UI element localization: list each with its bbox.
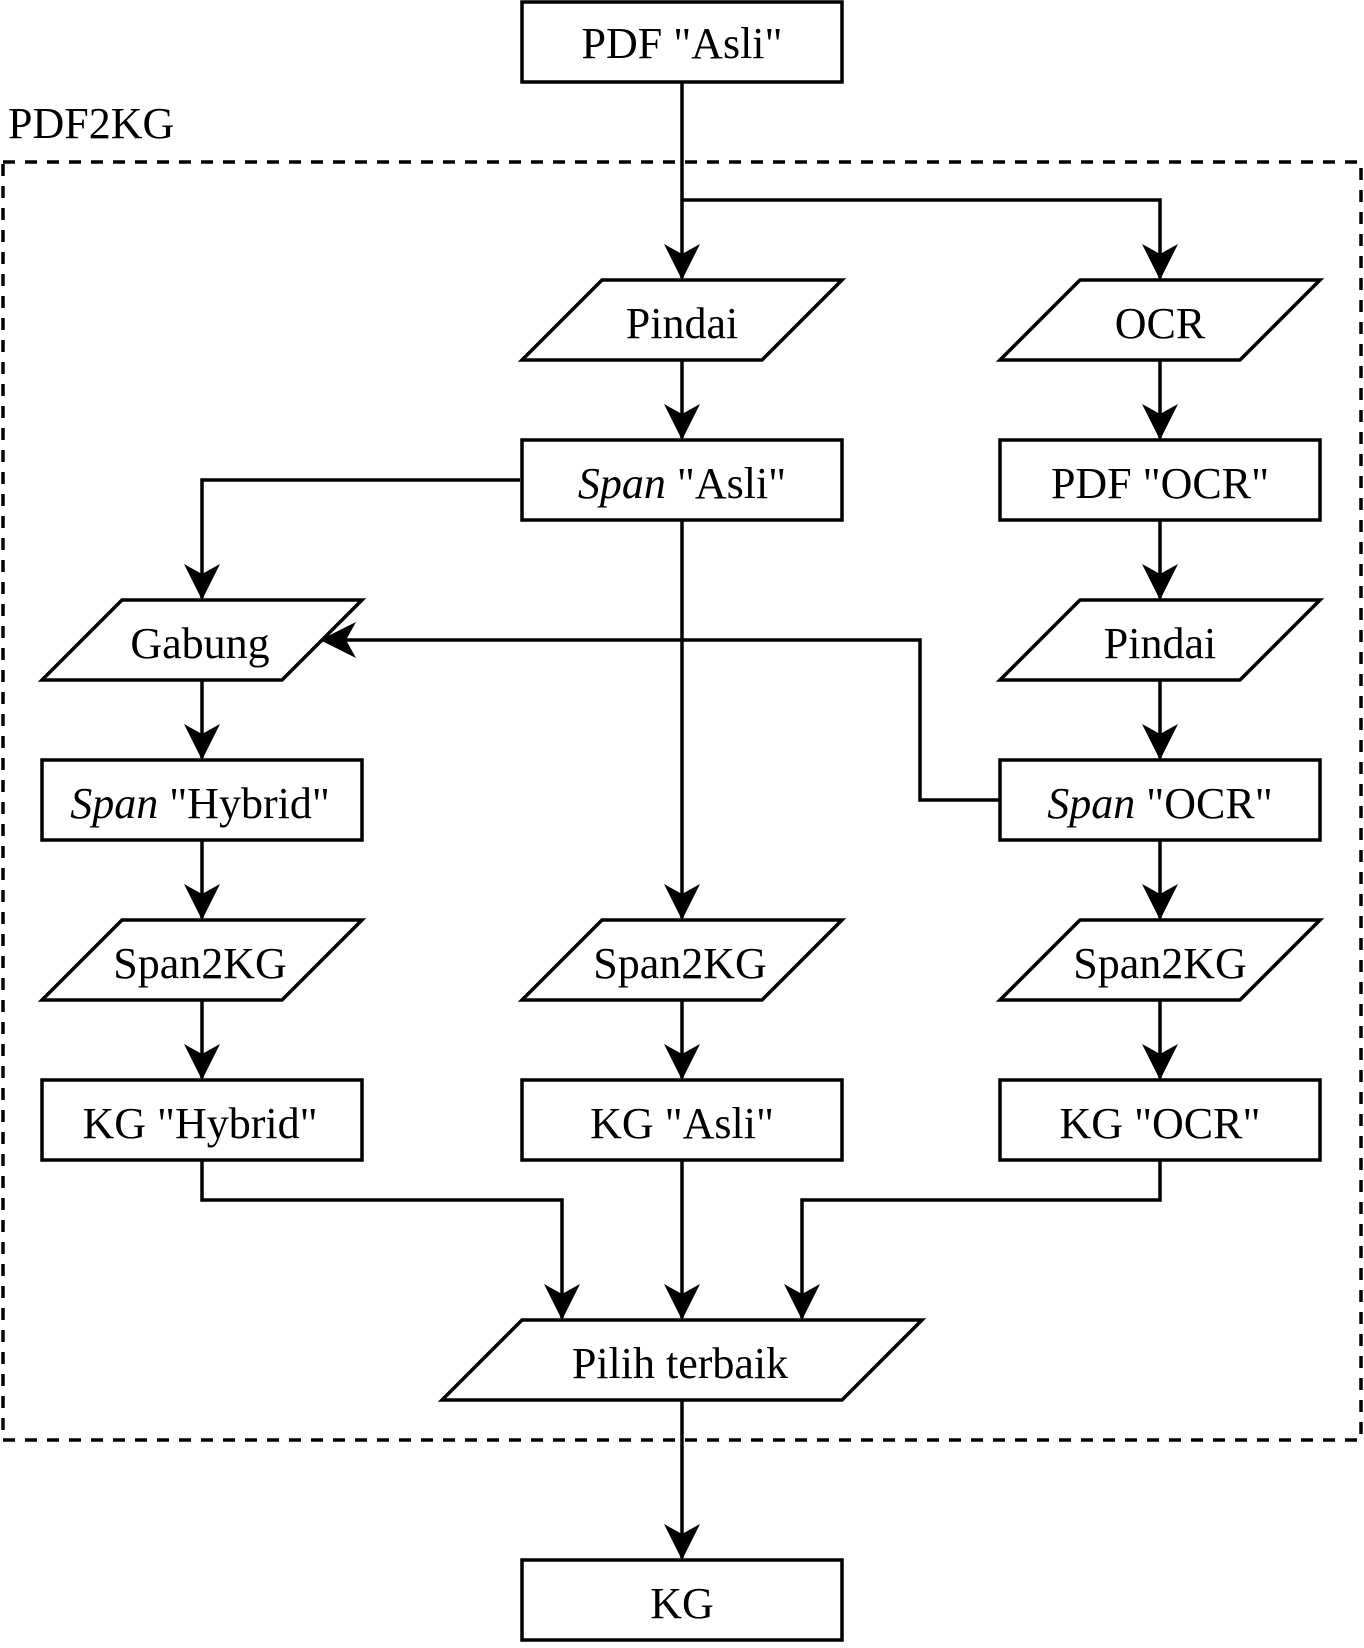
node-span-hybrid-rest: "Hybrid" bbox=[158, 779, 330, 828]
edge-kg-ocr-to-pilih bbox=[784, 1160, 1162, 1320]
node-span-asli: Span "Asli" bbox=[520, 438, 844, 522]
node-span-ocr-label: Span "OCR" bbox=[1047, 779, 1272, 828]
node-kg-hybrid-label: KG "Hybrid" bbox=[82, 1099, 317, 1148]
node-kg-ocr-label: KG "OCR" bbox=[1060, 1099, 1261, 1148]
edge-pdf-asli-to-ocr bbox=[682, 198, 1178, 280]
node-pilih-terbaik: Pilih terbaik bbox=[437, 1318, 927, 1402]
node-span-asli-label: Span "Asli" bbox=[578, 459, 786, 508]
node-span2kg-ocr: Span2KG bbox=[995, 918, 1325, 1002]
node-pdf-ocr: PDF "OCR" bbox=[998, 438, 1322, 522]
node-kg-asli-label: KG "Asli" bbox=[590, 1099, 774, 1148]
node-span-hybrid: Span "Hybrid" bbox=[40, 758, 364, 842]
node-pindai-ocr: Pindai bbox=[995, 598, 1325, 682]
node-span-ocr-em: Span bbox=[1047, 779, 1135, 828]
node-pindai-ocr-label: Pindai bbox=[1104, 619, 1216, 668]
node-span-hybrid-em: Span bbox=[70, 779, 158, 828]
node-span2kg-ocr-label: Span2KG bbox=[1073, 939, 1247, 988]
edge-kg-hybrid-to-pilih bbox=[200, 1160, 580, 1320]
node-ocr: OCR bbox=[995, 278, 1325, 362]
node-pilih-terbaik-label: Pilih terbaik bbox=[572, 1339, 788, 1388]
node-span-ocr: Span "OCR" bbox=[998, 758, 1322, 842]
node-span2kg-hybrid: Span2KG bbox=[37, 918, 367, 1002]
node-kg-hybrid: KG "Hybrid" bbox=[40, 1078, 364, 1162]
node-span2kg-hybrid-label: Span2KG bbox=[113, 939, 287, 988]
node-kg-ocr: KG "OCR" bbox=[998, 1078, 1322, 1162]
node-pdf-asli: PDF "Asli" bbox=[520, 0, 844, 84]
pdf2kg-group-label: PDF2KG bbox=[8, 99, 174, 148]
edge-span-ocr-to-gabung bbox=[320, 622, 1000, 802]
node-kg-asli: KG "Asli" bbox=[520, 1078, 844, 1162]
node-pdf-ocr-label: PDF "OCR" bbox=[1051, 459, 1269, 508]
node-span-ocr-rest: "OCR" bbox=[1135, 779, 1272, 828]
edges bbox=[184, 82, 1178, 1560]
node-pindai-asli-label: Pindai bbox=[626, 299, 738, 348]
node-span-hybrid-label: Span "Hybrid" bbox=[70, 779, 330, 828]
node-span2kg-asli: Span2KG bbox=[517, 918, 847, 1002]
node-gabung: Gabung bbox=[37, 598, 367, 682]
node-span-asli-em: Span bbox=[578, 459, 666, 508]
node-span2kg-asli-label: Span2KG bbox=[593, 939, 767, 988]
node-span-asli-rest: "Asli" bbox=[666, 459, 786, 508]
node-kg: KG bbox=[520, 1558, 844, 1642]
node-pdf-asli-label: PDF "Asli" bbox=[582, 19, 783, 68]
node-gabung-label: Gabung bbox=[130, 619, 269, 668]
node-ocr-label: OCR bbox=[1115, 299, 1206, 348]
node-pindai-asli: Pindai bbox=[517, 278, 847, 362]
node-kg-label: KG bbox=[650, 1579, 714, 1628]
edge-span-asli-to-gabung bbox=[184, 478, 520, 600]
